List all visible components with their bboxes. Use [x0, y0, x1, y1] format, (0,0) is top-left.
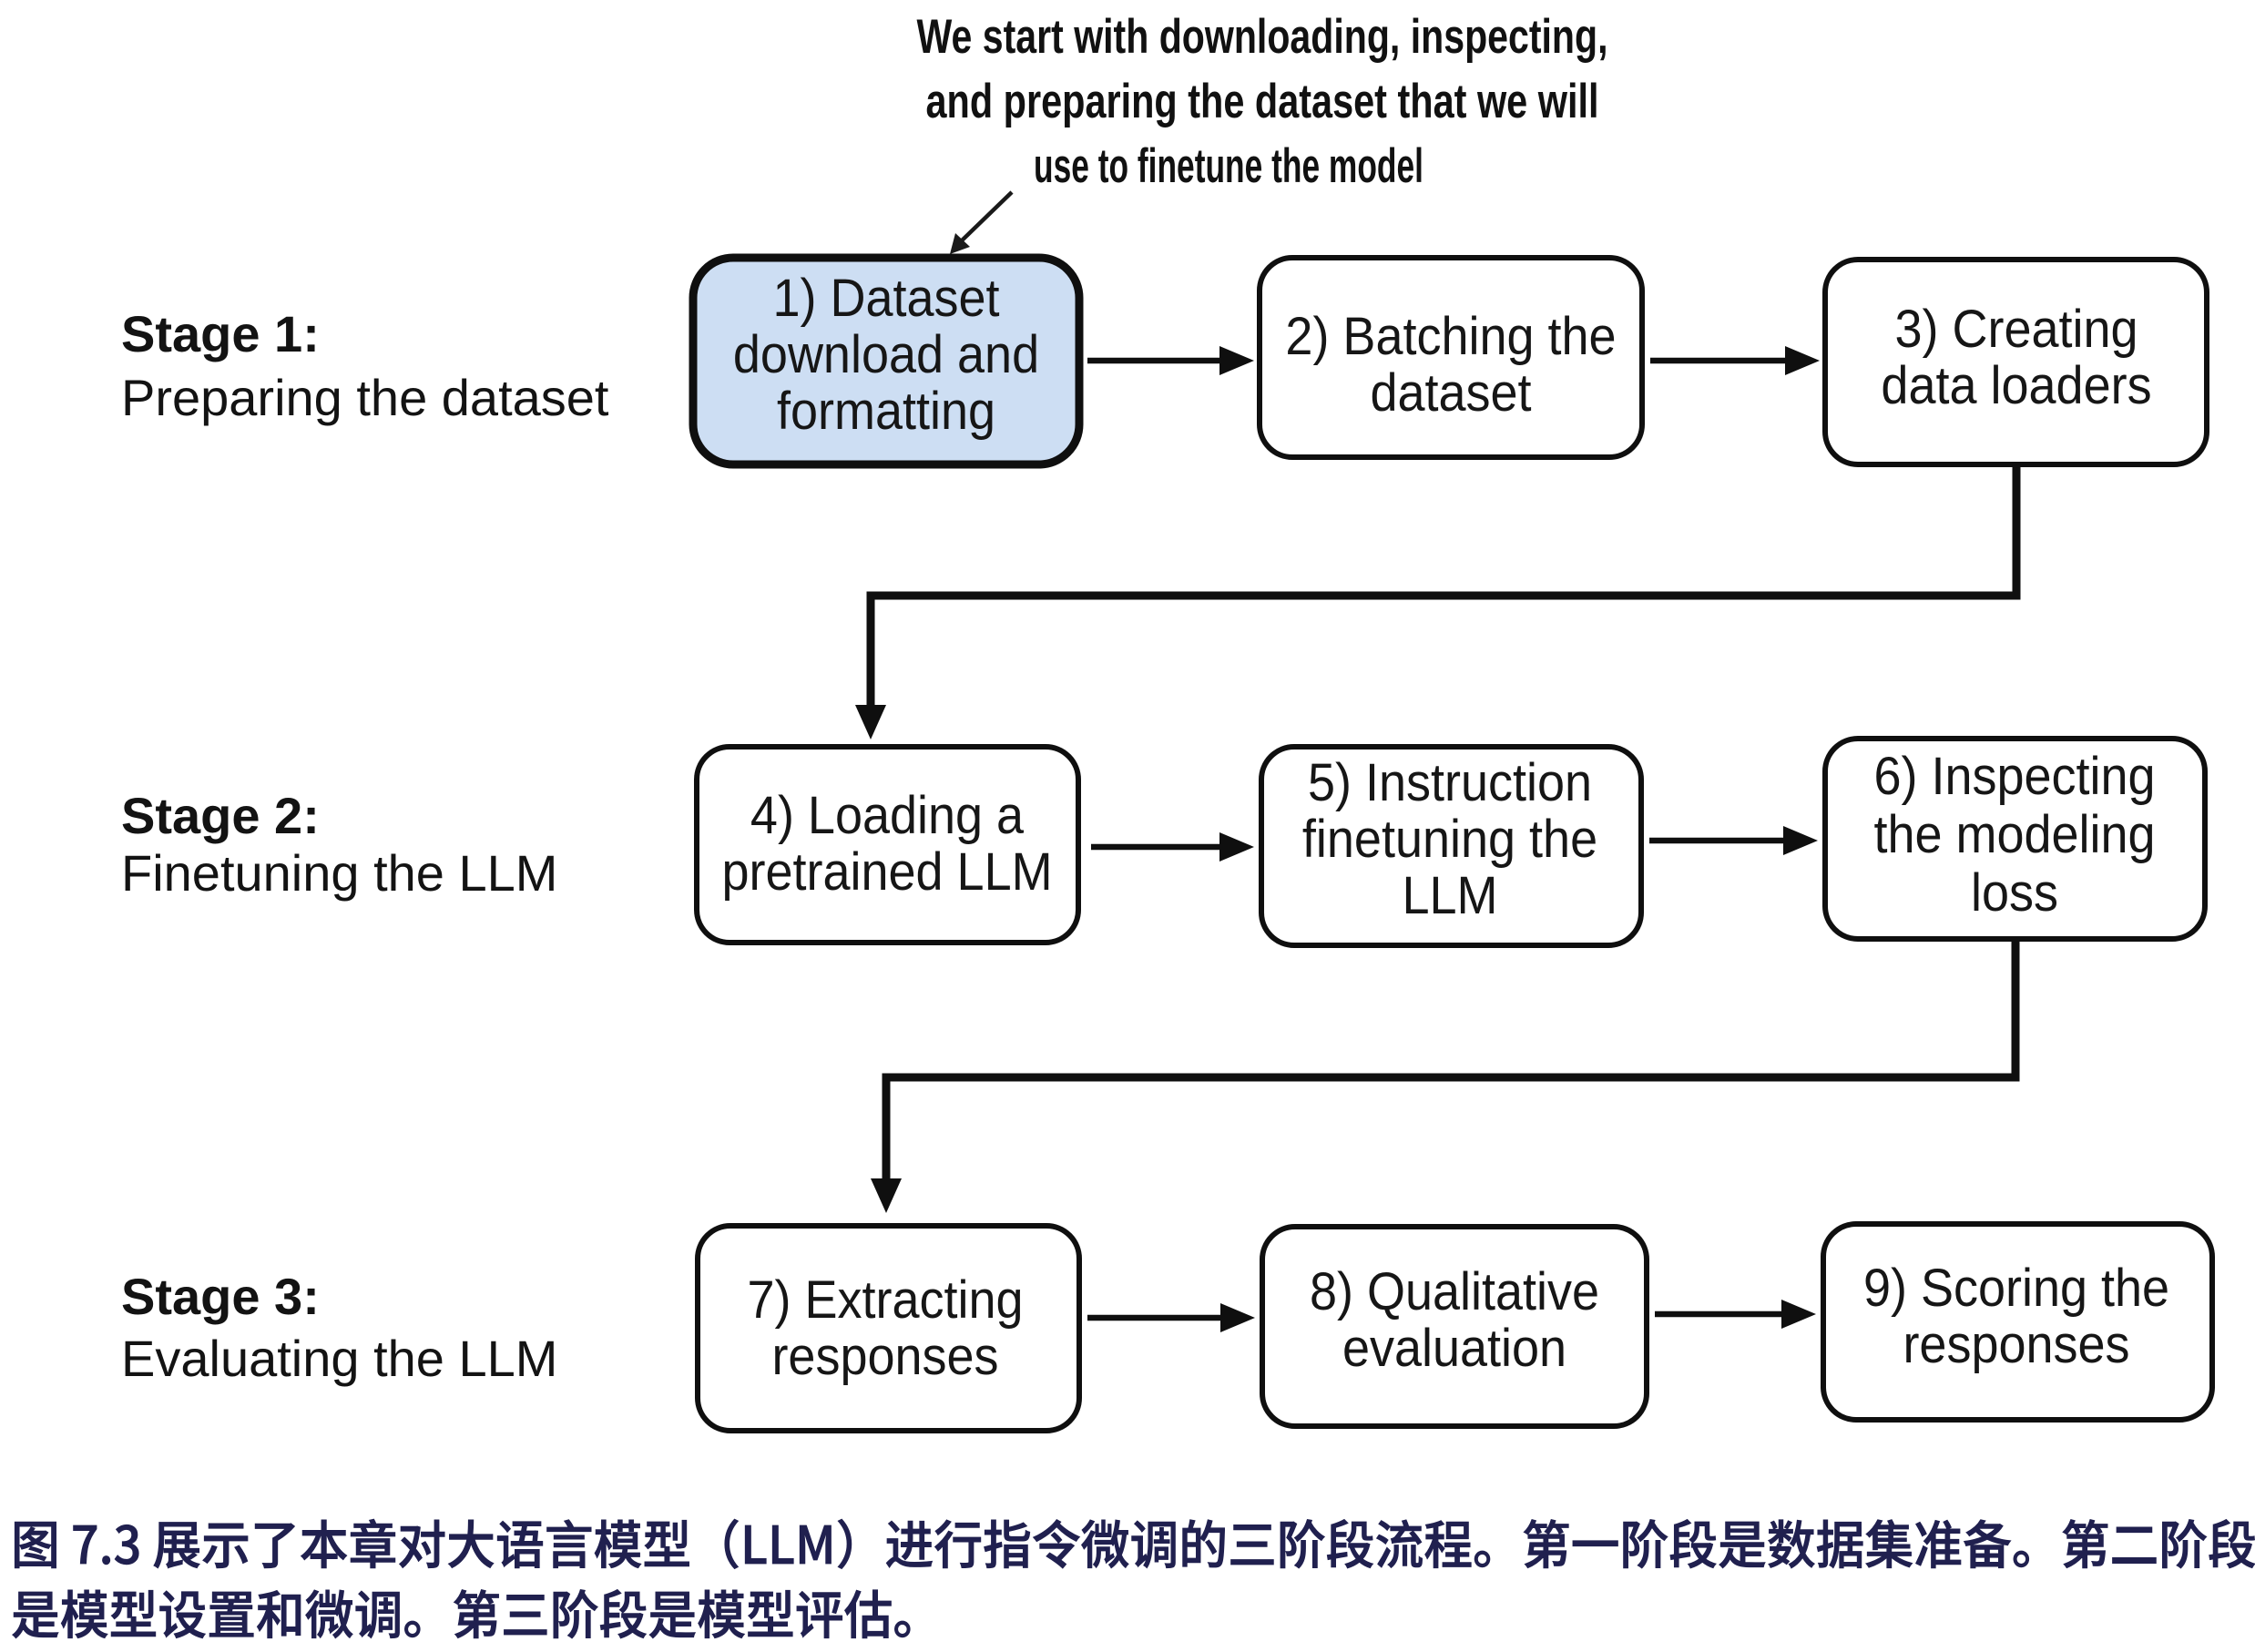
svg-text:use to finetune the model: use to finetune the model: [1034, 139, 1423, 193]
svg-text:formatting: formatting: [777, 381, 995, 440]
svg-text:responses: responses: [771, 1326, 998, 1385]
svg-text:Stage 3:: Stage 3:: [121, 1268, 320, 1325]
svg-text:3) Creating: 3) Creating: [1894, 299, 2138, 358]
svg-text:finetuning the: finetuning the: [1302, 809, 1597, 868]
svg-text:the modeling: the modeling: [1873, 804, 2155, 863]
svg-text:Preparing the dataset: Preparing the dataset: [121, 369, 609, 426]
svg-text:download and: download and: [733, 324, 1039, 383]
svg-text:1) Dataset: 1) Dataset: [772, 268, 999, 327]
svg-text:data loaders: data loaders: [1881, 355, 2151, 414]
svg-text:8) Qualitative: 8) Qualitative: [1310, 1261, 1599, 1321]
svg-text:Finetuning the LLM: Finetuning the LLM: [121, 844, 557, 902]
svg-text:2) Batching the: 2) Batching the: [1285, 306, 1616, 365]
svg-text:and preparing the dataset that: and preparing the dataset that we will: [926, 75, 1599, 128]
svg-text:pretrained LLM: pretrained LLM: [721, 841, 1052, 901]
svg-text:dataset: dataset: [1370, 362, 1531, 422]
svg-text:loss: loss: [1971, 862, 2058, 922]
svg-text:responses: responses: [1903, 1314, 2129, 1373]
svg-text:evaluation: evaluation: [1342, 1318, 1566, 1377]
svg-text:6) Inspecting: 6) Inspecting: [1873, 746, 2155, 805]
svg-text:Evaluating the LLM: Evaluating the LLM: [121, 1330, 557, 1387]
svg-text:9) Scoring the: 9) Scoring the: [1863, 1258, 2169, 1317]
svg-text:Stage 1:: Stage 1:: [121, 305, 320, 362]
svg-text:4) Loading a: 4) Loading a: [750, 785, 1025, 844]
svg-text:5) Instruction: 5) Instruction: [1308, 752, 1592, 811]
svg-text:7) Extracting: 7) Extracting: [747, 1270, 1023, 1329]
svg-text:Stage 2:: Stage 2:: [121, 787, 320, 844]
svg-text:LLM: LLM: [1402, 865, 1497, 924]
svg-text:We start with downloading, ins: We start with downloading, inspecting,: [917, 10, 1608, 64]
